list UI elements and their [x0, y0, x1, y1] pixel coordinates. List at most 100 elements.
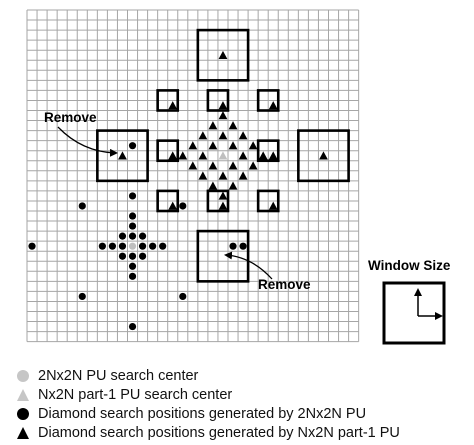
- diamond-triangle-marker: [188, 141, 198, 150]
- diamond-triangle-marker: [188, 161, 198, 170]
- diamond-triangle-marker: [198, 151, 208, 160]
- search-window: [297, 129, 350, 183]
- black-circle-icon: [14, 405, 32, 423]
- window-triangle-marker: [218, 50, 228, 59]
- search-window: [156, 139, 180, 163]
- diamond-triangle-marker: [198, 131, 208, 140]
- diamond-circle-marker: [118, 232, 127, 240]
- diamond-circle-marker: [149, 242, 157, 250]
- legend-item-nx2n-center: Nx2N part-1 PU search center: [14, 385, 232, 405]
- window-triangle-marker: [319, 151, 328, 160]
- window-triangle-marker: [168, 101, 178, 110]
- window-triangle-marker: [168, 151, 178, 160]
- diamond-circle-marker: [128, 192, 137, 200]
- diamond-circle-marker: [128, 272, 137, 280]
- window-triangle-marker: [268, 101, 278, 110]
- window-size-box: [382, 281, 446, 345]
- legend-item-2nx2n-diamond: Diamond search positions generated by 2N…: [14, 404, 366, 424]
- window-size-legend: Window Size: [368, 258, 451, 345]
- diamond-circle-marker: [78, 202, 86, 210]
- diamond-triangle-marker: [218, 171, 228, 180]
- diamond-circle-marker: [138, 242, 147, 250]
- search-window: [206, 189, 230, 213]
- diamond-triangle-marker: [198, 171, 208, 180]
- diamond-circle-marker: [179, 292, 187, 301]
- remove-annotation-top: Remove: [44, 110, 118, 157]
- diamond-triangle-marker: [238, 151, 248, 160]
- search-markers: [28, 50, 328, 331]
- legend-label: 2Nx2N PU search center: [38, 368, 199, 384]
- diamond-triangle-marker: [238, 171, 248, 180]
- remove-arrow-top: [57, 126, 118, 157]
- nx2n-center-marker: [218, 151, 228, 160]
- diamond-triangle-marker: [228, 181, 238, 190]
- diamond-circle-marker: [138, 232, 147, 240]
- diamond-circle-marker: [128, 262, 137, 270]
- black-triangle-icon: [14, 424, 32, 442]
- diamond-circle-marker: [239, 242, 247, 250]
- diamond-triangle-marker: [208, 161, 218, 170]
- window-size-label: Window Size: [368, 258, 451, 273]
- search-window: [196, 229, 250, 283]
- diamond-triangle-marker: [238, 131, 248, 140]
- diamond-circle-marker: [118, 242, 127, 250]
- diamond-circle-marker: [159, 242, 167, 250]
- gray-triangle-icon: [14, 386, 32, 404]
- diamond-circle-marker: [108, 242, 117, 250]
- diamond-triangle-marker: [228, 161, 238, 170]
- 2nx2n-center-marker: [128, 242, 137, 250]
- diamond-circle-marker: [128, 322, 137, 331]
- diamond-circle-marker: [179, 202, 187, 210]
- diamond-circle-marker: [229, 242, 237, 250]
- diamond-circle-marker: [128, 232, 137, 240]
- legend-item-nx2n-diamond: Diamond search positions generated by Nx…: [14, 423, 400, 443]
- window-triangle-marker: [218, 201, 228, 210]
- diamond-circle-marker: [128, 252, 137, 260]
- search-window: [206, 89, 230, 112]
- diamond-circle-marker: [98, 242, 106, 250]
- legend-item-2nx2n-center: 2Nx2N PU search center: [14, 366, 198, 386]
- legend-label: Diamond search positions generated by Nx…: [38, 425, 400, 441]
- legend-label: Diamond search positions generated by 2N…: [38, 406, 367, 422]
- diamond-triangle-marker: [208, 141, 218, 150]
- search-window: [256, 189, 280, 213]
- window-triangle-marker: [168, 201, 178, 210]
- diamond-triangle-marker: [248, 141, 258, 150]
- diamond-triangle-marker: [258, 151, 268, 160]
- diamond-circle-marker: [118, 252, 127, 260]
- remove-label-top: Remove: [44, 110, 97, 125]
- diamond-circle-marker: [138, 252, 147, 260]
- window-triangle-marker: [218, 101, 228, 110]
- search-window: [256, 139, 280, 163]
- diamond-circle-marker: [128, 142, 137, 150]
- diamond-triangle-marker: [228, 141, 238, 150]
- diamond-triangle-marker: [228, 121, 238, 130]
- search-grid: [26, 9, 360, 343]
- search-window: [256, 89, 280, 112]
- remove-arrow-bottom: [224, 251, 273, 280]
- diamond-triangle-marker: [208, 181, 218, 190]
- search-diagram: Remove Remove Window Size: [26, 9, 451, 345]
- search-window: [156, 89, 180, 112]
- diamond-triangle-marker: [208, 121, 218, 130]
- search-window: [156, 189, 180, 213]
- window-triangle-marker: [268, 201, 278, 210]
- window-triangle-marker: [118, 151, 127, 160]
- diamond-circle-marker: [78, 292, 86, 301]
- legend-label: Nx2N part-1 PU search center: [38, 387, 233, 403]
- gray-circle-icon: [14, 367, 32, 385]
- diamond-triangle-marker: [218, 191, 228, 200]
- search-windows: [96, 28, 350, 283]
- diamond-triangle-marker: [248, 161, 258, 170]
- diamond-circle-marker: [128, 222, 137, 230]
- diamond-circle-marker: [28, 242, 36, 250]
- diamond-triangle-marker: [218, 131, 228, 140]
- diamond-circle-marker: [128, 212, 137, 220]
- diamond-triangle-marker: [178, 151, 188, 160]
- remove-label-bottom: Remove: [258, 277, 311, 292]
- diamond-triangle-marker: [218, 111, 228, 120]
- search-window: [196, 28, 250, 82]
- search-window: [96, 129, 149, 183]
- remove-annotation-bottom: Remove: [224, 251, 311, 292]
- window-triangle-marker: [268, 151, 278, 160]
